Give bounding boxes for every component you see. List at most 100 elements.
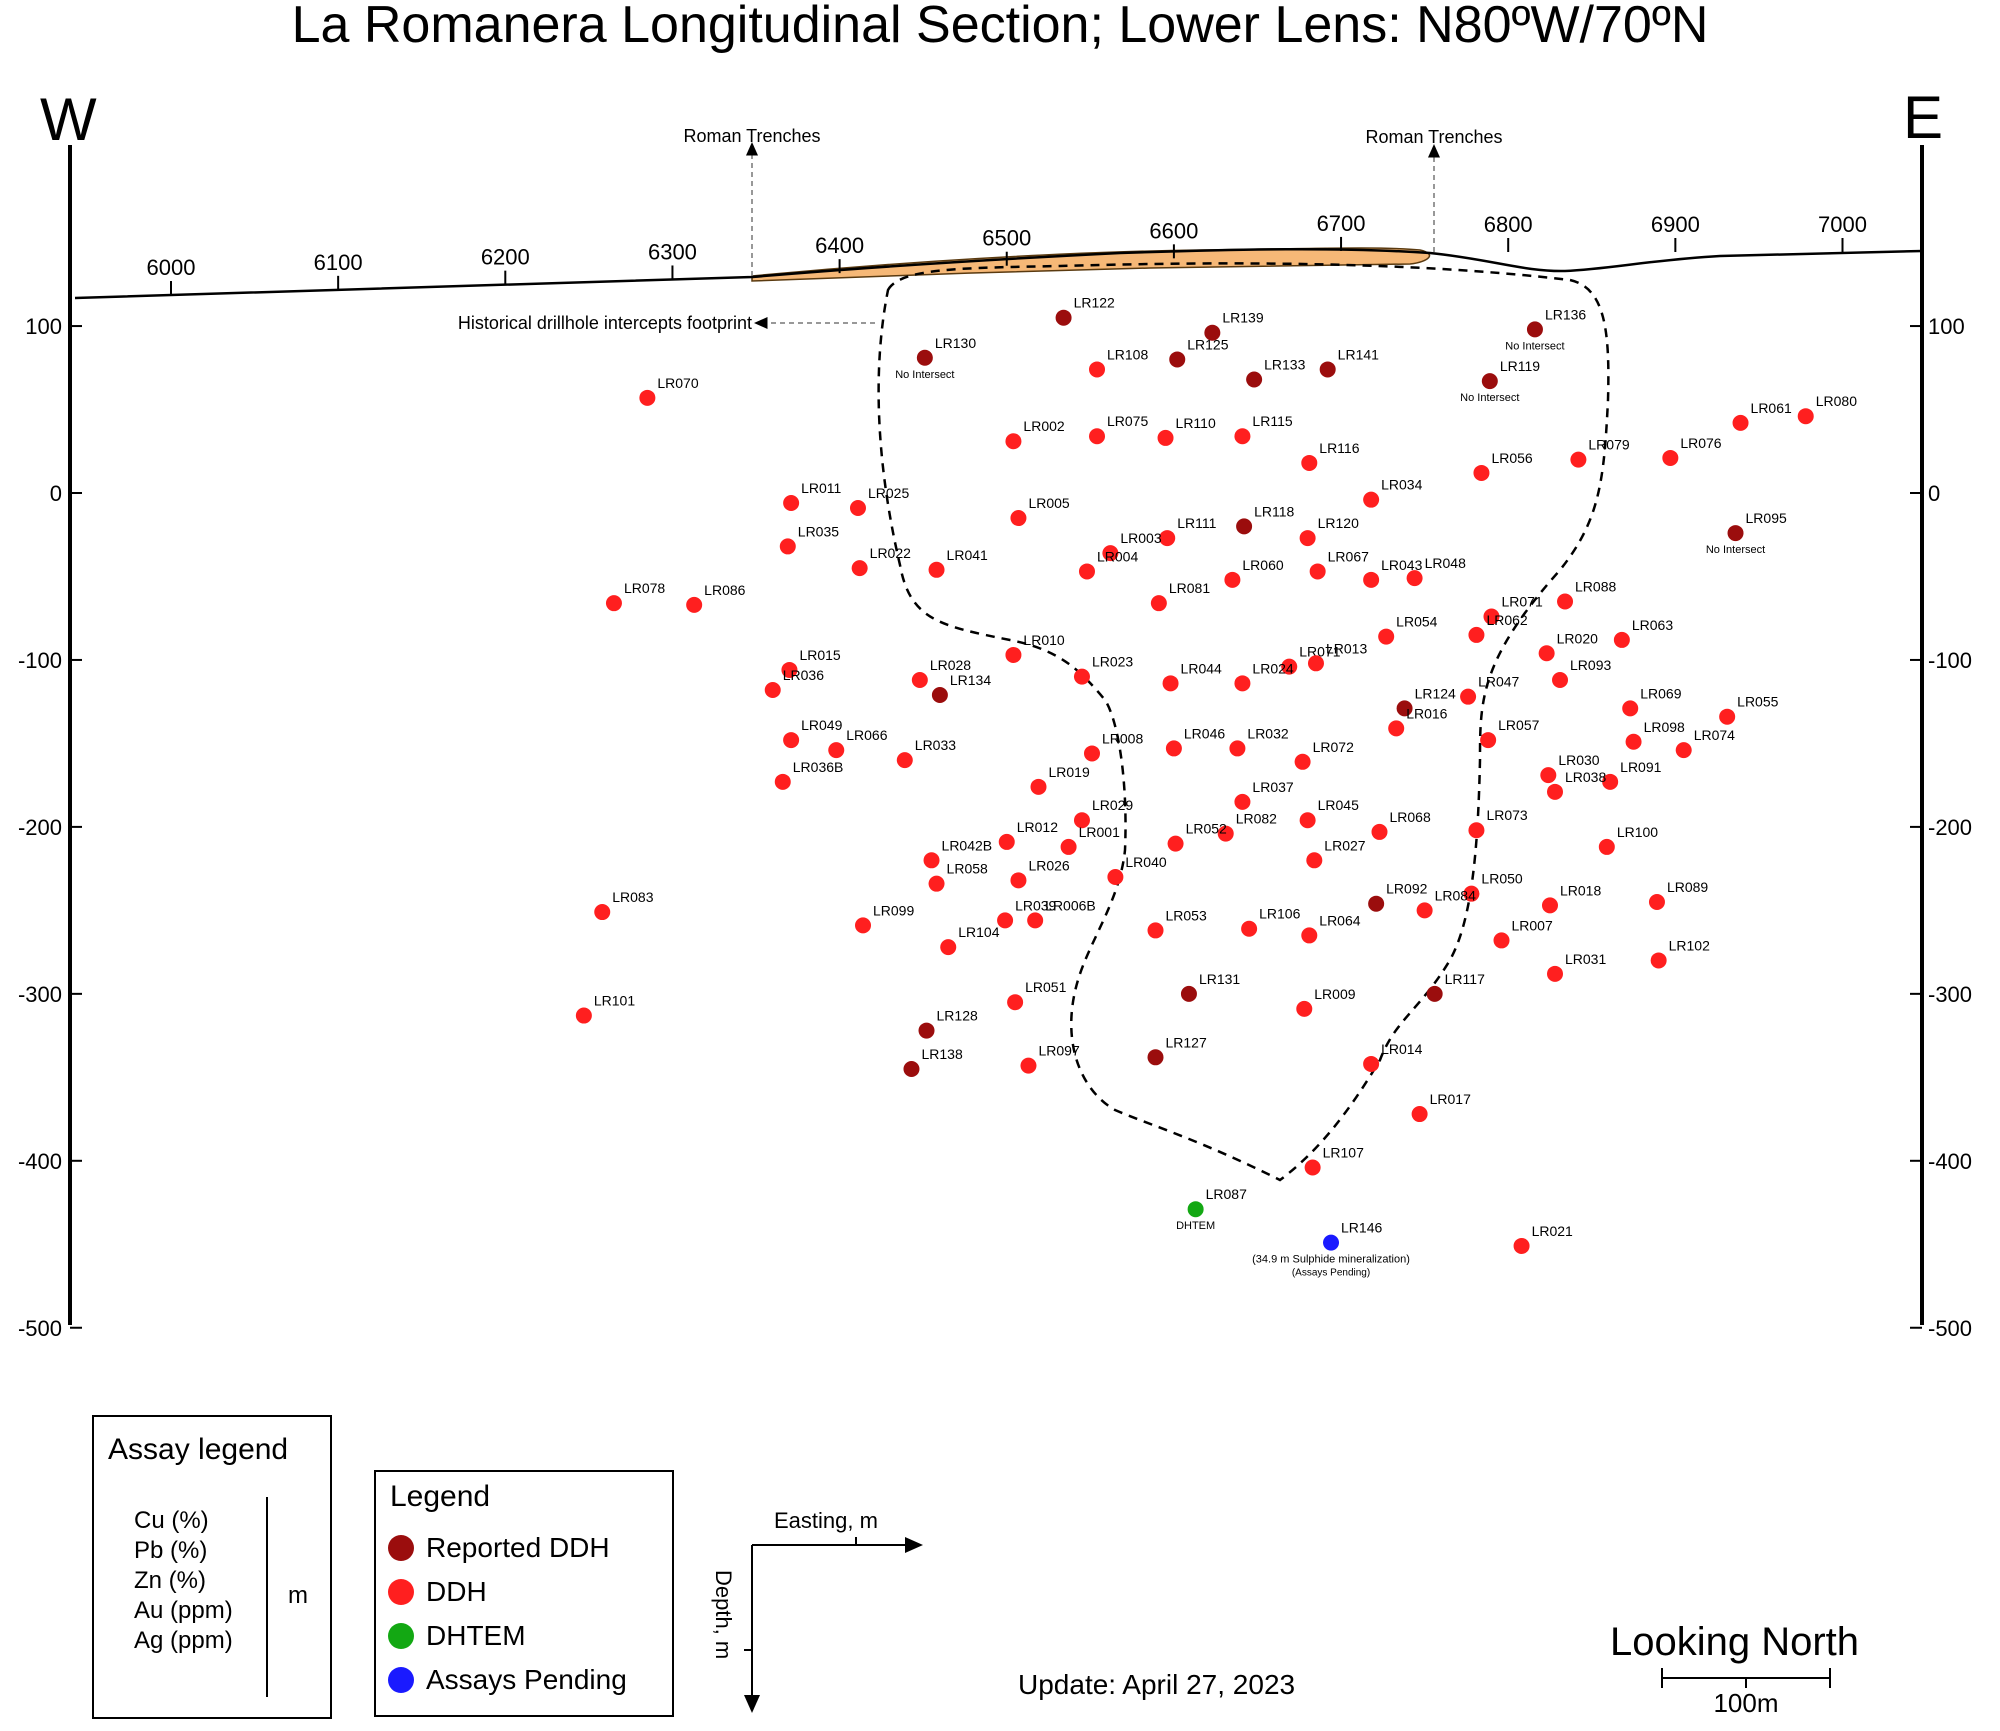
drillhole[interactable]: LR019 <box>1030 764 1090 795</box>
drillhole[interactable]: LR118 <box>1236 503 1295 535</box>
drillhole[interactable]: LR070 <box>639 375 699 406</box>
drillhole[interactable]: LR089 <box>1648 879 1708 911</box>
drillhole[interactable]: LR026 <box>1010 857 1070 889</box>
drillhole[interactable]: LR093 <box>1552 657 1611 688</box>
drillhole[interactable]: LR049 <box>783 717 843 749</box>
drillhole[interactable]: LR003 <box>1102 530 1162 562</box>
drillhole[interactable]: LR079 <box>1570 437 1630 468</box>
drillhole[interactable]: LR083 <box>594 889 654 921</box>
drillhole[interactable]: LR017 <box>1411 1091 1471 1123</box>
drillhole[interactable]: LR115 <box>1234 413 1293 445</box>
drillhole[interactable]: LR073 <box>1468 807 1528 839</box>
drillhole[interactable]: LR071 <box>1483 594 1543 625</box>
drillhole[interactable]: LR037 <box>1234 779 1294 810</box>
drillhole[interactable]: LR032 <box>1229 725 1289 757</box>
drillhole[interactable]: LR054 <box>1378 614 1438 645</box>
drillhole[interactable]: LR064 <box>1301 912 1361 944</box>
drillhole[interactable]: LR007 <box>1493 917 1553 949</box>
drillhole[interactable]: LR091 <box>1602 759 1662 790</box>
drillhole[interactable]: LR044 <box>1162 660 1222 692</box>
drillhole[interactable]: LR099 <box>855 902 914 934</box>
drillhole[interactable]: LR018 <box>1541 882 1601 914</box>
drillhole[interactable]: LR045 <box>1299 797 1359 829</box>
drillhole[interactable]: LR122 <box>1055 295 1115 326</box>
drillhole[interactable]: LR067 <box>1309 548 1369 580</box>
drillhole[interactable]: LR011 <box>783 480 842 512</box>
drillhole[interactable]: LR014 <box>1363 1041 1423 1072</box>
drillhole[interactable]: LR125 <box>1169 336 1229 368</box>
drillhole[interactable]: LR100 <box>1598 824 1658 855</box>
drillhole[interactable]: LR081 <box>1150 580 1210 612</box>
drillhole[interactable]: LR028 <box>911 657 971 688</box>
drillhole[interactable]: LR034 <box>1363 477 1423 508</box>
drillhole[interactable]: LR008 <box>1083 730 1143 762</box>
drillhole[interactable]: LR055 <box>1719 694 1779 725</box>
drillhole[interactable]: LR051 <box>1007 979 1067 1011</box>
drillhole[interactable]: LR131 <box>1180 971 1240 1002</box>
drillhole[interactable]: LR141 <box>1319 346 1379 378</box>
drillhole[interactable]: LR078 <box>605 580 665 612</box>
drillhole[interactable]: LR139 <box>1204 310 1264 341</box>
drillhole[interactable]: LR060 <box>1224 557 1284 588</box>
drillhole[interactable]: LR111 <box>1159 515 1217 547</box>
drillhole[interactable]: LR013 <box>1307 640 1367 672</box>
drillhole[interactable]: LR043 <box>1363 557 1423 588</box>
drillhole[interactable]: LR101 <box>575 993 635 1024</box>
drillhole[interactable]: LR001 <box>1060 824 1120 855</box>
drillhole[interactable]: LR098 <box>1625 719 1685 750</box>
drillhole[interactable]: LR084 <box>1416 887 1476 919</box>
drillhole[interactable]: LR116 <box>1301 440 1360 471</box>
drillhole[interactable]: LR057 <box>1480 717 1540 749</box>
drillhole[interactable]: LR053 <box>1147 907 1207 939</box>
drillhole[interactable]: LR127 <box>1147 1034 1207 1066</box>
drillhole[interactable]: LR082 <box>1217 811 1277 842</box>
drillhole[interactable]: LR061 <box>1732 400 1792 431</box>
drillhole[interactable]: LR038 <box>1547 769 1606 800</box>
drillhole[interactable]: LR047 <box>1460 674 1520 705</box>
drillhole[interactable]: LR009 <box>1296 986 1356 1017</box>
drillhole[interactable]: LR025 <box>849 485 909 517</box>
drillhole[interactable]: LR063 <box>1613 617 1673 648</box>
drillhole[interactable]: LR062 <box>1468 612 1528 643</box>
drillhole[interactable]: LR128 <box>918 1008 978 1039</box>
drillhole[interactable]: LR015 <box>781 647 841 678</box>
drillhole[interactable]: LR021 <box>1513 1223 1573 1254</box>
drillhole[interactable]: LR088 <box>1557 579 1616 610</box>
drillhole[interactable]: LR138 <box>903 1046 963 1077</box>
drillhole[interactable]: LR106 <box>1241 906 1301 937</box>
drillhole[interactable]: LR002 <box>1005 418 1065 450</box>
drillhole[interactable]: LR020 <box>1538 630 1598 662</box>
drillhole[interactable]: LR092 <box>1368 881 1428 912</box>
drillhole[interactable]: LR022 <box>851 545 911 577</box>
drillhole[interactable]: LR071 <box>1281 644 1341 675</box>
drillhole[interactable]: LR068 <box>1371 809 1431 840</box>
drillhole[interactable]: LR104 <box>940 924 1000 956</box>
drillhole[interactable]: LR134 <box>931 672 991 704</box>
drillhole[interactable]: LR004 <box>1078 548 1138 580</box>
drillhole[interactable]: LR012 <box>998 819 1058 850</box>
drillhole[interactable]: LR035 <box>779 523 839 555</box>
drillhole[interactable]: LR052 <box>1167 821 1227 852</box>
drillhole[interactable]: LR030 <box>1540 752 1600 784</box>
drillhole[interactable]: LR069 <box>1622 685 1682 717</box>
drillhole[interactable]: LR023 <box>1073 654 1133 685</box>
drillhole[interactable]: LR120 <box>1299 515 1359 547</box>
drillhole[interactable]: LR036B <box>774 759 844 790</box>
drillhole[interactable]: LR072 <box>1294 739 1354 770</box>
drillhole[interactable]: LR076 <box>1662 435 1722 466</box>
drillhole[interactable]: LR031 <box>1547 951 1606 982</box>
drillhole[interactable]: LR046 <box>1165 725 1225 757</box>
drillhole[interactable]: LR040 <box>1107 854 1167 885</box>
drillhole[interactable]: LR005 <box>1010 495 1070 527</box>
drillhole[interactable]: LR124 <box>1396 685 1456 717</box>
drillhole[interactable]: LR110 <box>1157 415 1216 446</box>
drillhole[interactable]: LR102 <box>1650 937 1710 969</box>
drillhole[interactable]: LR033 <box>896 737 956 769</box>
drillhole[interactable]: LR048 <box>1406 555 1466 587</box>
drillhole[interactable]: LR006B <box>1027 897 1096 929</box>
